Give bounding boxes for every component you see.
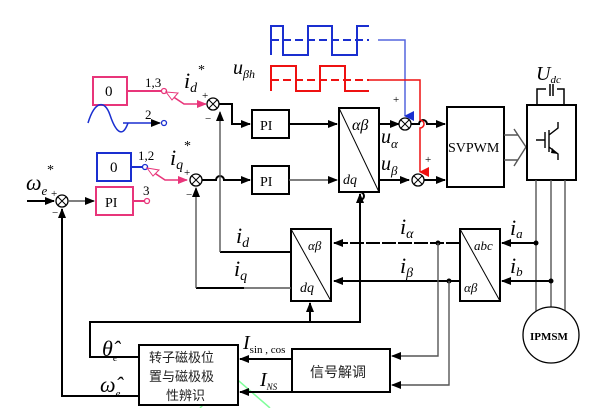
- clarke-diagonal: [459, 228, 501, 302]
- park-diagonal: [290, 228, 332, 302]
- id-sum-minus: −: [205, 113, 211, 125]
- identifier-line-1: 转子磁极位: [149, 351, 214, 366]
- q-switch-arrowhead: [145, 167, 161, 177]
- id-label: id: [236, 223, 250, 251]
- q-switch-pos3-label: 3: [143, 183, 150, 198]
- i-sincos-label: Isin , cos: [242, 332, 285, 356]
- ipmsm-label: IPMSM: [530, 331, 569, 343]
- red-square-wave: [270, 65, 369, 92]
- omega-ref-star: *: [47, 163, 54, 178]
- identifier-line-3: 性辨识: [166, 389, 205, 404]
- pi-d-label: PI: [260, 119, 273, 134]
- inverse-park-diagonal: [338, 107, 380, 193]
- inverse-park-bottom: dq: [343, 173, 357, 188]
- u-beta-inject-plus: +: [425, 154, 431, 166]
- identifier-line-2: 置与磁极极: [149, 370, 214, 385]
- iq-ref-label: iq: [170, 145, 183, 173]
- omega-ref-label: ωe: [26, 170, 48, 198]
- u-alpha-inject-cross: [400, 119, 410, 129]
- clarke-top: abc: [474, 238, 493, 253]
- demod-label: 信号解调: [310, 365, 366, 381]
- speed-sum-minus: −: [52, 207, 58, 219]
- iq-err-wire: [202, 175, 251, 184]
- iq-sum-cross: [191, 175, 201, 185]
- iq-sum-plus: +: [184, 167, 190, 179]
- svpwm-label: SVPWM: [448, 141, 500, 156]
- igbt-emitter-arrow: [551, 148, 558, 154]
- i-ns-label: INS: [259, 369, 278, 392]
- park-top: αβ: [308, 238, 322, 253]
- blue-injection-wire: [378, 39, 414, 121]
- clarke-bottom: αβ: [464, 280, 478, 295]
- ipmsm-motor: [522, 306, 580, 364]
- d-switch-contact-13: [160, 87, 168, 95]
- igbt-icon: [536, 122, 559, 160]
- theta-hat-label: θ̂e: [102, 336, 122, 364]
- udc-label: Udc: [536, 63, 561, 86]
- u-beta-inject-cross: [413, 175, 423, 185]
- speed-pi-label: PI: [105, 196, 118, 211]
- q-const-value: 0: [110, 160, 118, 176]
- d-const-value: 0: [105, 84, 113, 100]
- inverter-block: [526, 104, 577, 181]
- signal-demod-block: [291, 348, 391, 393]
- i-alpha-label: iα: [400, 214, 414, 242]
- id-sum-cross: [208, 99, 218, 109]
- u-alpha-to-svpwm: [411, 119, 446, 128]
- iq-sum-minus: −: [186, 189, 192, 201]
- speed-sum-cross: [57, 196, 67, 206]
- u-alpha-inject-plus: +: [393, 94, 399, 106]
- udc-capacitor-icon: [536, 84, 565, 105]
- sine-source-icon: [87, 104, 129, 133]
- u-beta-h-label: uβh: [233, 57, 255, 81]
- iq-label: iq: [234, 256, 247, 284]
- q-switch-pos-label: 1,2: [138, 148, 154, 163]
- svpwm-to-inverter-arrow: [504, 128, 527, 167]
- id-sum-plus: +: [202, 90, 208, 102]
- i-beta-label: iβ: [400, 253, 413, 281]
- d-switch-contact-2: [160, 119, 168, 127]
- park-bottom: dq: [300, 281, 314, 296]
- id-ref-star: *: [198, 63, 205, 78]
- inverse-park-top: αβ: [352, 117, 368, 134]
- id-ref-label: id: [184, 68, 198, 96]
- ib-label: ib: [510, 253, 523, 279]
- red-injection-wire: [369, 79, 429, 177]
- iq-ref-star: *: [184, 139, 191, 154]
- i-alpha-to-demod: [391, 243, 439, 360]
- omega-feedback-wire: [58, 208, 139, 397]
- i-beta-to-demod: [391, 281, 450, 389]
- speed-sum-plus: +: [51, 188, 57, 200]
- speed-pi-block: [95, 186, 134, 216]
- q-const-zero-block: [96, 152, 132, 182]
- q-switch-contact-12: [141, 163, 149, 171]
- u-alpha-label: uα: [381, 126, 399, 151]
- u-beta-label: uβ: [381, 153, 398, 178]
- rotor-identifier-block: [138, 344, 239, 406]
- d-switch-pos2-label: 2: [145, 107, 152, 122]
- ia-label: ia: [510, 215, 523, 241]
- blue-square-wave: [270, 25, 369, 56]
- svpwm-block: [446, 106, 505, 188]
- d-switch-arrowhead: [164, 91, 180, 101]
- id-err-wire: [219, 103, 251, 128]
- pi-q-label: PI: [260, 175, 273, 190]
- d-switch-pos-label: 1,3: [145, 75, 161, 90]
- q-switch-contact-3: [143, 197, 151, 205]
